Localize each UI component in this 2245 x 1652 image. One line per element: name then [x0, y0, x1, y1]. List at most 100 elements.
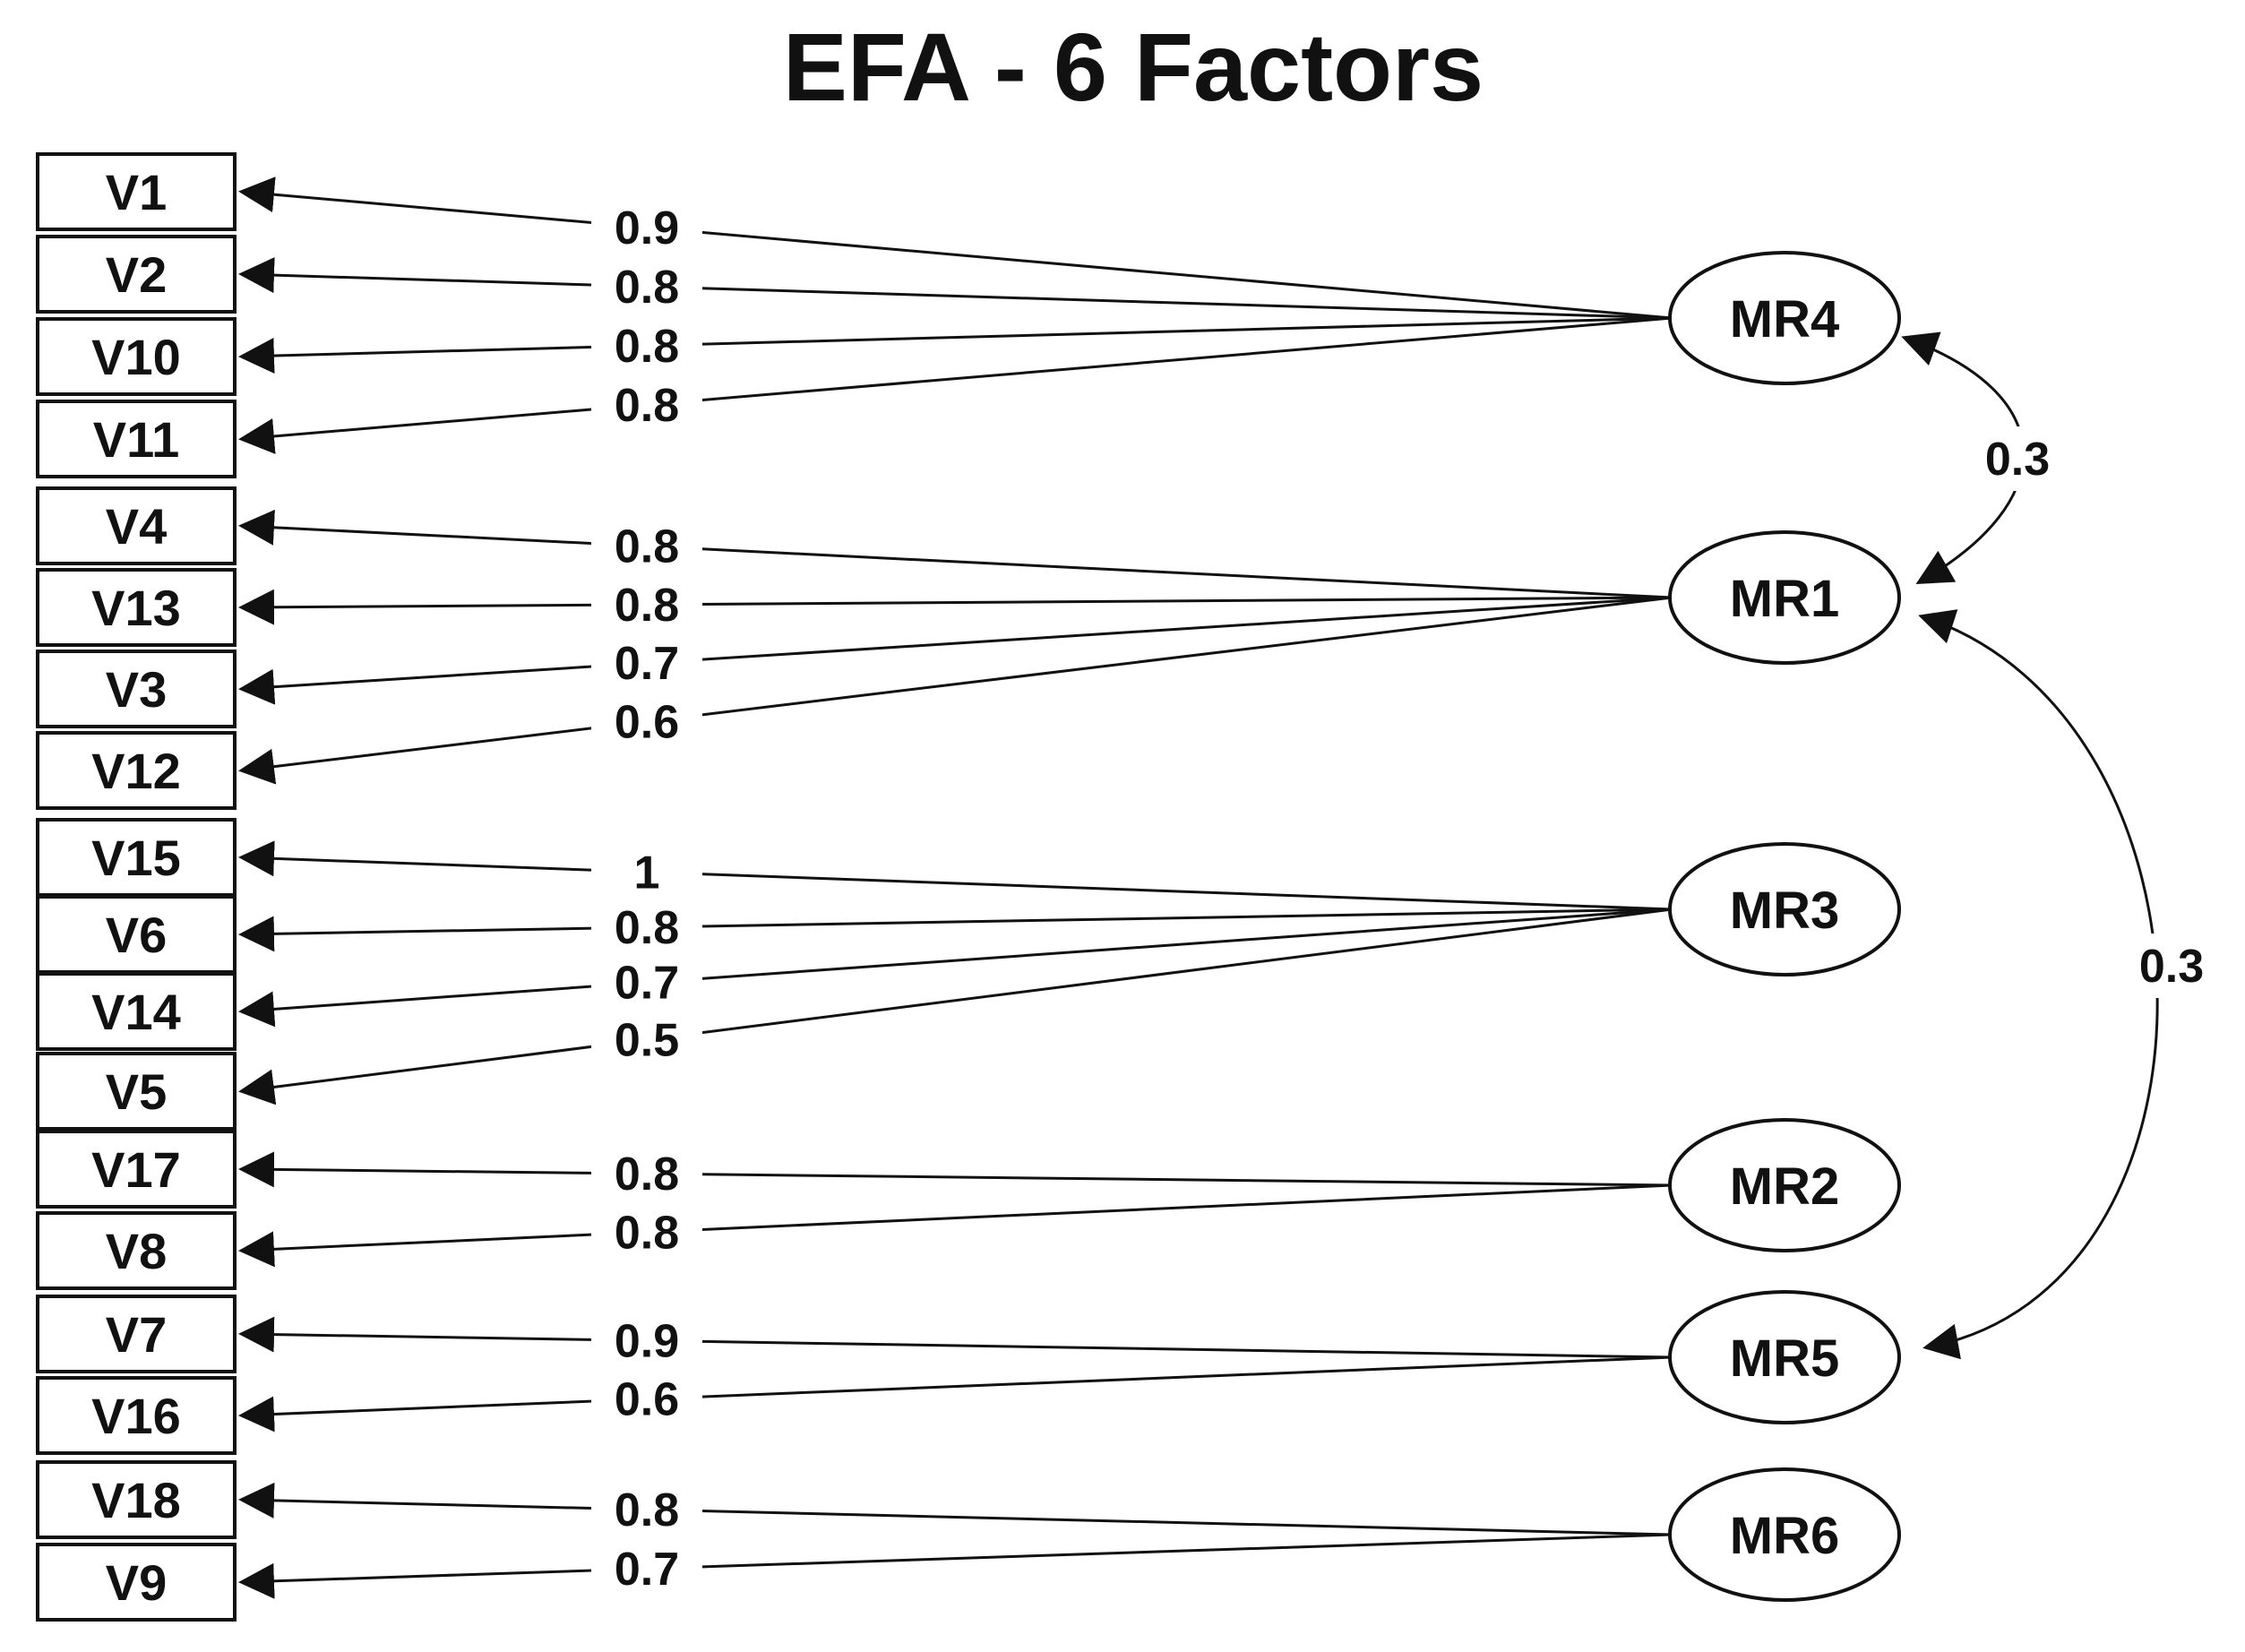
loading-value: 0.6 — [615, 1374, 679, 1426]
factor-label: MR4 — [1730, 290, 1839, 348]
variable-label: V10 — [91, 329, 181, 385]
factor-ellipse — [1668, 251, 1901, 385]
loading-label-bg — [591, 1483, 702, 1537]
factor-ellipse — [1668, 1290, 1901, 1424]
loading-value: 0.8 — [615, 262, 679, 314]
loading-value: 1 — [634, 847, 660, 899]
loading-arrow — [238, 589, 1673, 625]
variable-box — [36, 1460, 237, 1539]
loading-label-bg — [591, 200, 702, 254]
loading-label-bg — [591, 636, 702, 691]
variable-label: V3 — [106, 661, 168, 718]
loading-arrow — [238, 596, 1673, 785]
loading-value: 0.8 — [615, 902, 679, 954]
variable-label: V6 — [106, 907, 168, 963]
loading-label-bg — [591, 845, 702, 899]
variable-label: V16 — [91, 1388, 181, 1444]
loading-label-bg — [591, 1205, 702, 1260]
loading-label-bg — [591, 955, 702, 1010]
loading-arrow — [238, 1183, 1673, 1268]
loading-label-bg — [591, 1012, 702, 1067]
loading-arrow — [238, 509, 1673, 599]
loading-value: 0.8 — [615, 1207, 679, 1259]
loading-label-bg — [591, 1147, 702, 1201]
loading-arrow — [238, 1151, 1673, 1188]
factor-label: MR6 — [1730, 1507, 1839, 1565]
loading-value: 0.8 — [615, 521, 679, 573]
loading-label-bg — [591, 1541, 702, 1596]
factor-label: MR3 — [1730, 882, 1839, 940]
variable-label: V4 — [106, 498, 168, 555]
variable-label: V8 — [106, 1223, 168, 1279]
correlation-value: 0.3 — [1985, 434, 2050, 486]
loading-arrow — [238, 316, 1673, 374]
loading-arrow — [238, 1355, 1673, 1433]
loading-value: 0.8 — [615, 380, 679, 432]
variable-box — [36, 650, 237, 728]
loading-value: 0.7 — [615, 958, 679, 1010]
variable-label: V12 — [91, 743, 181, 799]
variable-box — [36, 895, 237, 974]
variable-box — [36, 568, 237, 647]
loading-arrow — [238, 1482, 1673, 1536]
loading-value: 0.8 — [615, 1149, 679, 1200]
correlation-value: 0.3 — [2139, 941, 2204, 993]
variable-label: V5 — [106, 1063, 168, 1120]
factor-ellipse — [1668, 842, 1901, 977]
factor-label: MR1 — [1730, 570, 1839, 628]
loading-label-bg — [591, 577, 702, 632]
loading-label-bg — [591, 318, 702, 373]
correlation-label-bg — [2121, 934, 2222, 998]
loading-arrow — [238, 908, 1673, 1028]
variable-box — [36, 1211, 237, 1290]
variable-label: V15 — [91, 830, 181, 886]
loading-value: 0.9 — [615, 202, 679, 254]
loading-arrow — [238, 257, 1673, 320]
loading-value: 0.7 — [615, 1544, 679, 1596]
loading-value: 0.8 — [615, 321, 679, 373]
variable-box — [36, 486, 237, 565]
variable-box — [36, 235, 237, 314]
variable-box — [36, 1376, 237, 1455]
variable-box — [36, 317, 237, 396]
loading-arrow — [238, 1533, 1673, 1599]
variable-label: V13 — [91, 580, 181, 636]
loading-value: 0.6 — [615, 696, 679, 748]
factor-ellipse — [1668, 1467, 1901, 1602]
variable-box — [36, 731, 237, 810]
factor-ellipse — [1668, 1118, 1901, 1252]
loading-arrow — [238, 908, 1673, 952]
loading-label-bg — [591, 1372, 702, 1426]
variable-label: V9 — [106, 1554, 168, 1611]
factor-label: MR2 — [1730, 1157, 1839, 1216]
variable-label: V11 — [93, 411, 180, 468]
loading-arrow — [238, 596, 1673, 705]
loading-arrow — [238, 316, 1673, 454]
loading-value: 0.8 — [615, 580, 679, 632]
loading-value: 0.9 — [615, 1315, 679, 1367]
variable-box — [36, 152, 237, 231]
variable-label: V2 — [106, 246, 168, 303]
loading-label-bg — [591, 900, 702, 955]
correlation-label-bg — [1967, 426, 2068, 491]
variable-label: V7 — [106, 1306, 168, 1363]
variable-box — [36, 400, 237, 478]
loading-value: 0.7 — [615, 638, 679, 690]
loading-label-bg — [591, 377, 702, 432]
page-title: EFA - 6 Factors — [782, 13, 1484, 121]
variable-label: V14 — [91, 984, 181, 1040]
variable-box — [36, 1052, 237, 1131]
variable-label: V18 — [91, 1472, 181, 1528]
variable-box — [36, 972, 237, 1051]
loading-label-bg — [591, 1313, 702, 1368]
variable-box — [36, 1130, 237, 1209]
loading-arrow — [238, 1316, 1673, 1359]
variable-box — [36, 1543, 237, 1622]
loading-value: 0.5 — [615, 1015, 679, 1067]
loading-label-bg — [591, 694, 702, 749]
loading-arrow — [238, 840, 1673, 911]
variable-box — [36, 1295, 237, 1373]
variable-label: V1 — [106, 164, 168, 220]
loading-label-bg — [591, 519, 702, 573]
